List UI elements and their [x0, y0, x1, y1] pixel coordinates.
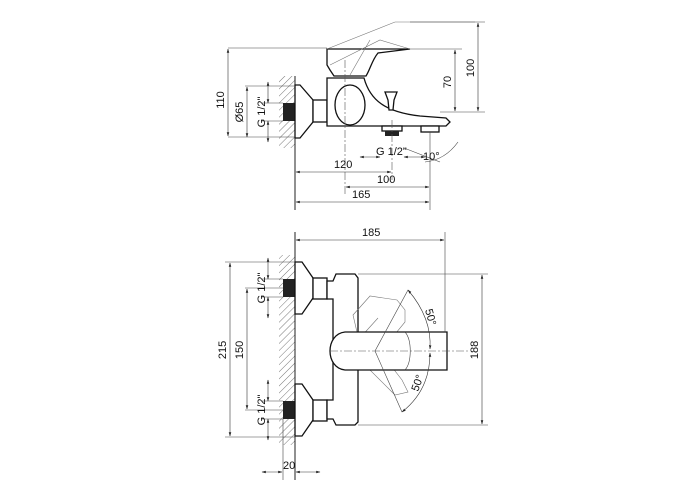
dim-185: 185	[362, 227, 380, 239]
upper-wall-thread	[283, 279, 295, 297]
dim-inlet-thread: G 1/2"	[256, 97, 268, 128]
angle-arc-down	[401, 352, 432, 413]
outlet-thread	[385, 131, 399, 136]
angle-arc-up	[407, 289, 432, 350]
diverter-knob	[384, 91, 398, 111]
upper-nut	[312, 277, 328, 300]
top-view: 185 188 215 150 G 1/2" G 1/2" 50° 50° 20	[217, 227, 488, 480]
dim-diameter-65: Ø65	[234, 102, 246, 123]
dim-lower-thread: G 1/2"	[256, 395, 268, 426]
dim-angle-10: 10°	[423, 151, 440, 163]
side-view: 110 Ø65 G 1/2" 100 70 G 1/2" 10° 120 100…	[215, 21, 485, 210]
dim-120: 120	[334, 159, 352, 171]
dim-100-vertical: 100	[465, 59, 477, 77]
wall-hatch	[279, 255, 295, 445]
dim-angle-50-down: 50°	[410, 373, 427, 393]
dim-165: 165	[352, 189, 370, 201]
connection-nut	[312, 99, 328, 123]
wall-thread	[283, 103, 295, 121]
lever-handle	[326, 48, 411, 77]
dim-110: 110	[215, 91, 227, 109]
dim-outlet-thread: G 1/2"	[376, 146, 407, 158]
upper-flange	[294, 261, 314, 315]
dim-angle-50-up: 50°	[422, 308, 438, 327]
aerator	[420, 125, 440, 133]
dim-20: 20	[283, 460, 295, 472]
dim-150: 150	[234, 341, 246, 359]
dim-70: 70	[442, 76, 454, 88]
lower-flange	[294, 383, 314, 437]
angle-arc	[424, 141, 459, 163]
lower-wall-thread	[283, 401, 295, 419]
dim-215: 215	[217, 341, 229, 359]
cartridge-cap	[334, 84, 366, 126]
dim-188: 188	[469, 341, 481, 359]
dim-upper-thread: G 1/2"	[256, 273, 268, 304]
flange	[294, 84, 314, 139]
lower-nut	[312, 399, 328, 422]
dim-100-horizontal: 100	[377, 174, 395, 186]
